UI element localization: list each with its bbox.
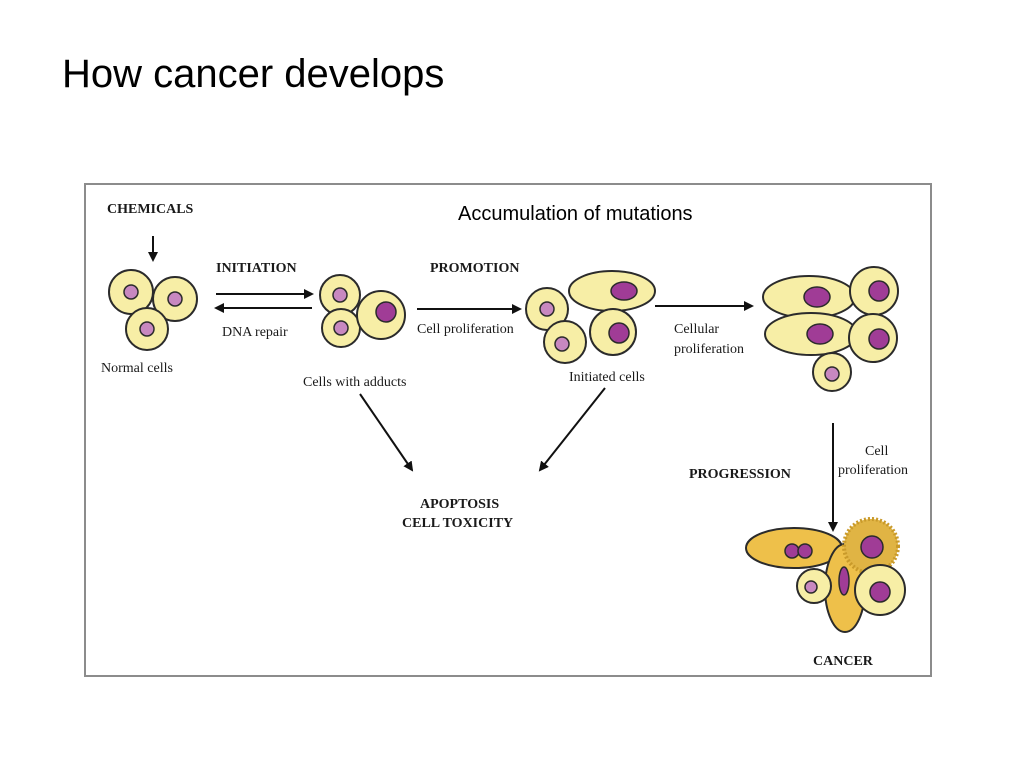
label-apoptosis: APOPTOSIS	[420, 497, 499, 512]
adduct-cell-nucleus	[332, 287, 348, 303]
label-cells-with-adducts: Cells with adducts	[303, 375, 406, 390]
cells-with-adducts-cluster	[319, 274, 406, 348]
label-progression: PROGRESSION	[689, 467, 791, 482]
label-dna-repair: DNA repair	[222, 325, 288, 340]
proliferated-cell-nucleus	[868, 328, 890, 350]
label-cancer: CANCER	[813, 654, 874, 669]
arrow-initiated-to-apoptosis	[538, 387, 606, 472]
label-cell-toxicity: CELL TOXICITY	[402, 516, 513, 531]
label-chemicals: CHEMICALS	[107, 202, 194, 217]
normal-cell-nucleus	[123, 284, 139, 300]
proliferated-cell-nucleus	[806, 323, 834, 345]
label-normal-cells: Normal cells	[101, 361, 173, 376]
adduct-cell-nucleus	[333, 320, 349, 336]
label-initiation: INITIATION	[216, 261, 297, 276]
proliferated-cell-nucleus	[868, 280, 890, 302]
cancer-cell-nucleus	[838, 566, 850, 596]
label-cell-proliferation-promotion: Cell proliferation	[417, 322, 514, 337]
initiated-cell-nucleus	[608, 322, 630, 344]
label-cellular-line1: Cellular	[674, 322, 719, 337]
label-cell-proliferation-progression-2: proliferation	[838, 463, 908, 478]
normal-cell-nucleus	[139, 321, 155, 337]
label-initiated-cells: Initiated cells	[569, 370, 645, 385]
cancer-cell-nucleus	[784, 543, 800, 559]
arrow-adducts-to-apoptosis	[359, 393, 414, 472]
normal-cells-cluster	[108, 269, 198, 351]
cancer-cell-nucleus	[797, 543, 813, 559]
proliferated-cell-nucleus	[803, 286, 831, 308]
cancer-cell-nucleus	[804, 580, 818, 594]
diagram-frame	[84, 183, 932, 677]
proliferated-cells-cluster	[762, 266, 899, 392]
fuzzy-cancer-cell-nucleus	[860, 535, 884, 559]
adduct-cell-nucleus	[375, 301, 397, 323]
initiated-cells-cluster	[525, 270, 656, 364]
label-cell-proliferation-progression-1: Cell	[865, 444, 888, 459]
cancer-cells-cluster	[745, 517, 906, 633]
proliferated-cell-nucleus	[824, 366, 840, 382]
normal-cell-nucleus	[167, 291, 183, 307]
label-accumulation-of-mutations: Accumulation of mutations	[458, 203, 693, 225]
initiated-cell-nucleus	[539, 301, 555, 317]
label-promotion: PROMOTION	[430, 261, 519, 276]
label-cellular-line2: proliferation	[674, 342, 744, 357]
slide-title: How cancer develops	[62, 52, 445, 96]
cancer-cell-nucleus	[869, 581, 891, 603]
initiated-cell-nucleus	[554, 336, 570, 352]
initiated-cell-nucleus	[610, 281, 638, 301]
